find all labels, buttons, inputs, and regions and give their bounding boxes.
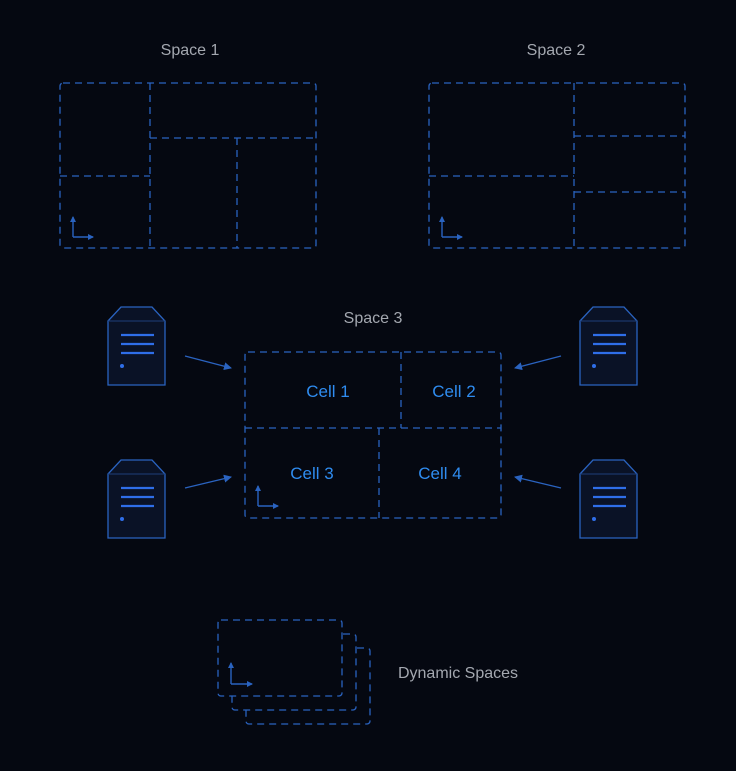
space-1: Space 1 (59, 42, 317, 249)
space-3-title: Space 3 (344, 310, 403, 327)
cell-4-label: Cell 4 (418, 464, 461, 483)
coordinate-axes-icon (439, 216, 463, 240)
coordinate-axes-icon (70, 216, 94, 240)
cell-1-label: Cell 1 (306, 382, 349, 401)
arrow-icon (184, 355, 232, 371)
dynamic-space-stack (217, 619, 371, 725)
arrow-icon (514, 355, 562, 371)
server-icon (107, 306, 166, 386)
coordinate-axes-icon (228, 662, 253, 687)
coordinate-axes-icon (255, 485, 279, 509)
space-2-grid (428, 82, 686, 249)
space-3: Space 3 Cell 1 Cell 2 Cell 3 Cell 4 (244, 310, 502, 519)
server-icon (579, 459, 638, 539)
cell-2-label: Cell 2 (432, 382, 475, 401)
space-2-title: Space 2 (527, 42, 586, 59)
cell-3-label: Cell 3 (290, 464, 333, 483)
space-1-grid (59, 82, 317, 249)
space-1-title: Space 1 (161, 42, 220, 59)
dynamic-spaces: Dynamic Spaces (217, 619, 518, 725)
space-3-grid (244, 351, 502, 519)
server-icon (107, 459, 166, 539)
arrow-icon (184, 474, 232, 489)
server-arrows (184, 355, 562, 489)
server-icon (579, 306, 638, 386)
arrow-icon (514, 474, 562, 489)
space-2: Space 2 (428, 42, 686, 249)
dynamic-spaces-title: Dynamic Spaces (398, 665, 518, 682)
